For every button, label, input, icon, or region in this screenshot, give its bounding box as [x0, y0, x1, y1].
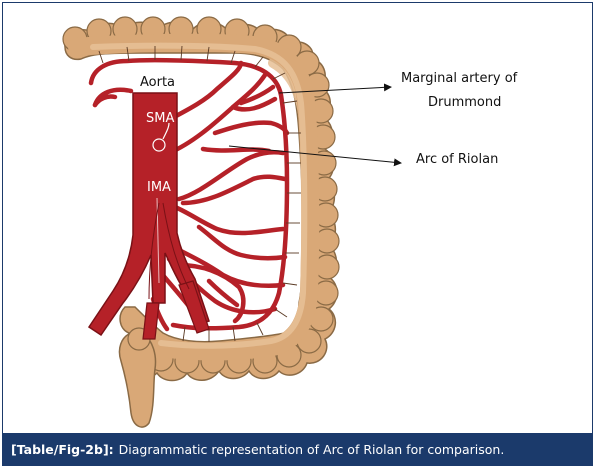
leader-arrows	[228, 83, 402, 167]
caption-tag: [Table/Fig-2b]:	[11, 441, 114, 457]
iliac-left	[178, 280, 210, 334]
aorta-label: Aorta	[140, 75, 176, 90]
marginal-artery-label-line2: Drummond	[428, 95, 502, 110]
ima-label: IMA	[147, 180, 171, 195]
aorta	[87, 92, 210, 340]
arrow-marginal	[278, 83, 392, 94]
arteries	[88, 57, 290, 332]
iliac-right	[142, 302, 160, 340]
anatomy-diagram	[62, 16, 402, 428]
vasa-recta	[98, 45, 301, 342]
colon-rectum	[118, 332, 157, 428]
marginal-artery	[88, 57, 290, 331]
arc-of-riolan-label: Arc of Riolan	[416, 152, 499, 167]
arrow-riolan	[228, 145, 402, 167]
aorta-trunk	[87, 92, 210, 337]
sma-origin	[152, 138, 166, 152]
marginal-artery-label-line1: Marginal artery of	[401, 71, 518, 86]
arc-of-riolan	[160, 60, 244, 126]
figure-caption: [Table/Fig-2b]: Diagrammatic representat…	[3, 433, 592, 465]
caption-text: Diagrammatic representation of Arc of Ri…	[118, 441, 505, 457]
sma-label: SMA	[146, 111, 175, 126]
figure-frame: Aorta SMA IMA Marginal artery of Drummon…	[2, 2, 593, 466]
colon	[62, 16, 340, 428]
